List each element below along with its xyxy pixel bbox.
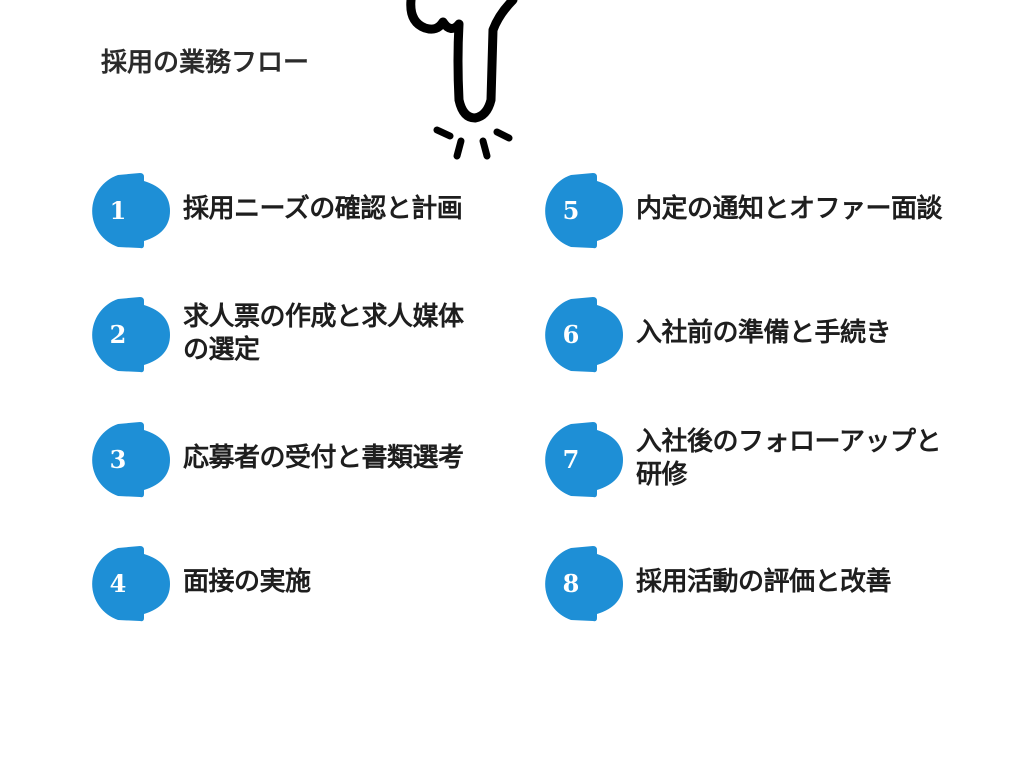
step-number: 1 [109, 196, 127, 225]
step-label-line-2: の選定 [183, 335, 260, 365]
step-badge: 2 [78, 295, 174, 375]
pointing-hand-icon [406, 0, 518, 160]
step-badge: 1 [78, 171, 174, 251]
step-number: 3 [109, 445, 127, 474]
step-number: 7 [562, 445, 580, 474]
step-label: 採用活動の評価と改善 [636, 567, 892, 597]
step-number: 2 [109, 320, 127, 349]
step-number: 4 [109, 569, 127, 598]
step-label: 入社後のフォローアップと 研修 [636, 426, 941, 492]
step-label-line-2: 研修 [636, 460, 688, 490]
page-title: 採用の業務フロー [101, 48, 310, 78]
flow-step-4: 4 面接の実施 [78, 544, 518, 624]
step-badge: 8 [531, 544, 627, 624]
step-number: 8 [562, 569, 580, 598]
flow-step-5: 5 内定の通知とオファー面談 [531, 171, 1011, 251]
step-badge: 6 [531, 295, 627, 375]
step-label: 入社前の準備と手続き [636, 318, 892, 348]
flow-step-6: 6 入社前の準備と手続き [531, 295, 1011, 375]
step-badge: 5 [531, 171, 627, 251]
flow-step-7: 7 入社後のフォローアップと 研修 [531, 420, 1011, 500]
step-label-line-1: 入社後のフォローアップと [636, 427, 941, 457]
flow-step-3: 3 応募者の受付と書類選考 [78, 420, 518, 500]
step-label: 求人票の作成と求人媒体 の選定 [183, 301, 464, 367]
step-label: 応募者の受付と書類選考 [183, 443, 464, 473]
step-number: 6 [562, 320, 580, 349]
step-badge: 3 [78, 420, 174, 500]
flow-step-1: 1 採用ニーズの確認と計画 [78, 171, 518, 251]
step-label-line-1: 求人票の作成と求人媒体 [183, 302, 464, 332]
step-number: 5 [562, 196, 580, 225]
step-badge: 7 [531, 420, 627, 500]
step-label: 採用ニーズの確認と計画 [183, 194, 463, 224]
flow-step-8: 8 採用活動の評価と改善 [531, 544, 1011, 624]
step-label: 内定の通知とオファー面談 [636, 194, 943, 224]
step-badge: 4 [78, 544, 174, 624]
flow-step-2: 2 求人票の作成と求人媒体 の選定 [78, 295, 518, 375]
step-label: 面接の実施 [183, 567, 311, 597]
